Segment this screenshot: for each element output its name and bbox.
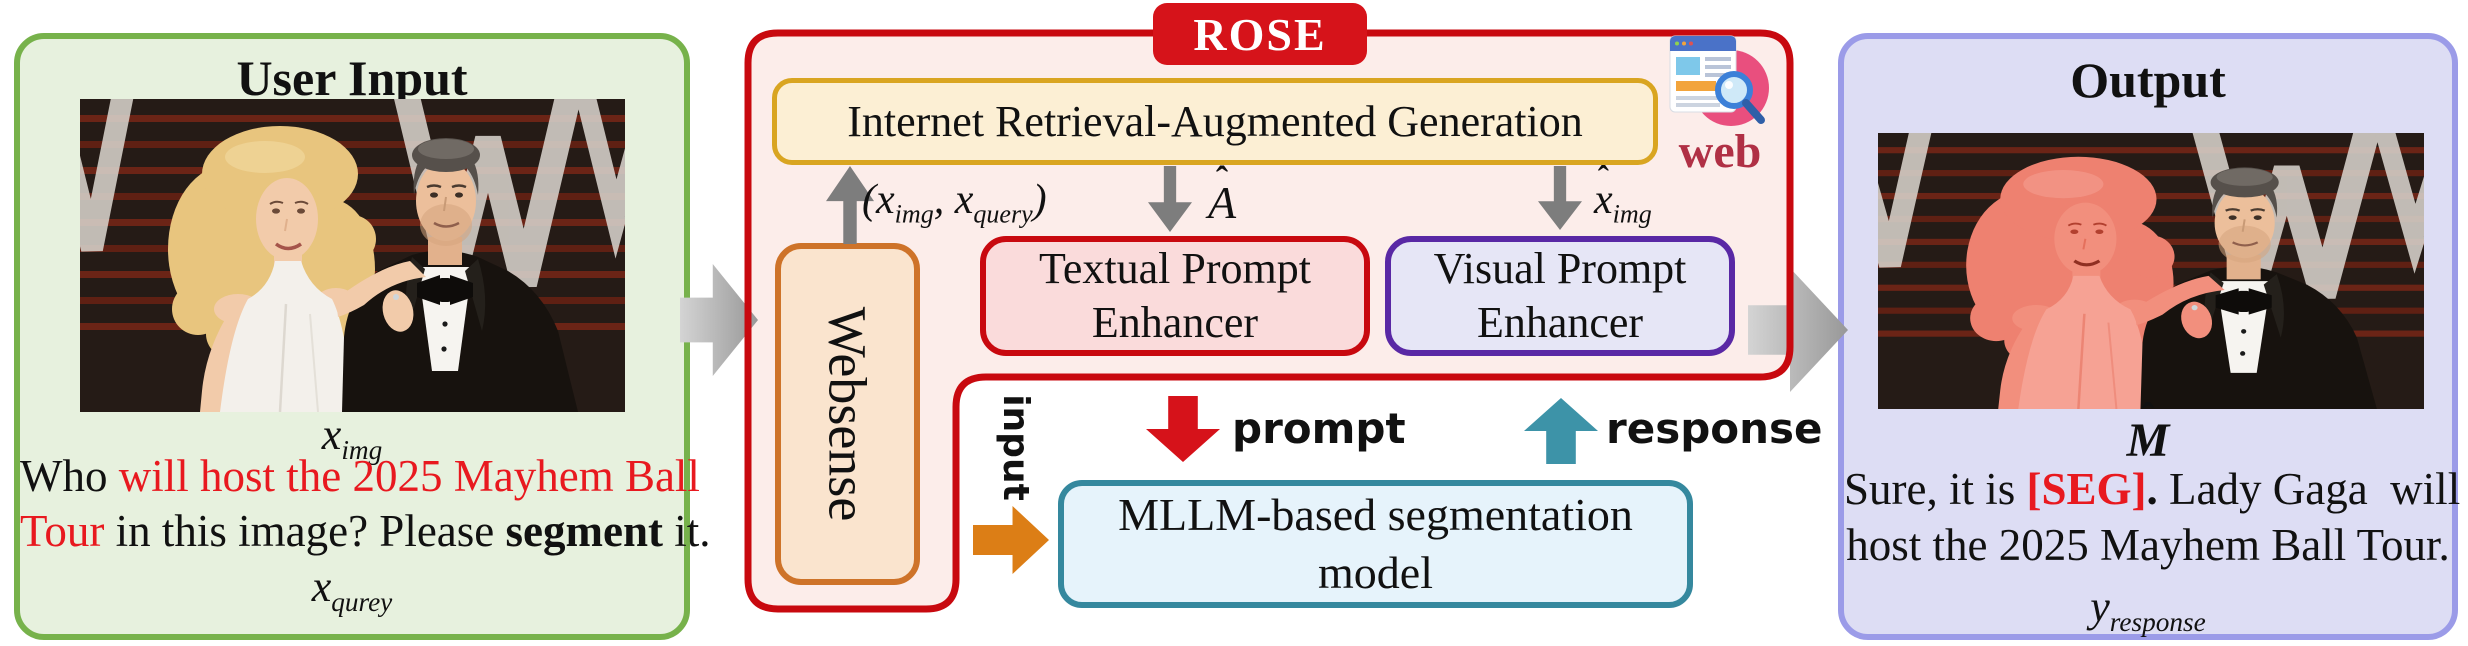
web-icon-label: web [1678,125,1762,178]
textual-prompt-enhancer-box: Textual Prompt Enhancer [980,236,1370,356]
mllm-segmentation-model-box: MLLM-based segmentation model [1058,480,1693,608]
textual-enhancer-line2: Enhancer [1091,298,1259,347]
response-text-line-1: Sure, it is [SEG]. Lady Gaga will [1844,464,2461,514]
response-caption: yresponse [2090,582,2206,637]
mllm-line1: MLLM-based segmentation [1118,489,1633,540]
output-panel: Output [1838,33,2461,640]
magnifier-icon [1715,71,1765,124]
visual-prompt-enhancer-box: Visual Prompt Enhancer [1385,236,1735,356]
websense-label: Websense [817,306,878,522]
query-text-line-2: Tour in this image? Please segment it. [20,506,711,556]
query-text-line-1: Who will host the 2025 Mayhem Ball [20,451,700,501]
user-input-title: User Input [236,50,468,106]
textual-enhancer-line1: Textual Prompt [1039,244,1311,293]
output-title: Output [2070,52,2226,108]
input-photo [80,99,625,412]
user-input-panel: User Input [14,33,711,640]
mllm-line2: model [1318,547,1433,598]
output-photo-with-mask [1878,133,2424,409]
input-arrow-label: input [994,393,1036,501]
websense-box: Websense [775,243,920,585]
response-arrow-label: response [1606,404,1823,453]
visual-enhancer-line2: Enhancer [1476,298,1644,347]
visual-enhancer-line1: Visual Prompt [1433,244,1687,293]
input-arrow-label-wrap: input [985,393,1045,501]
retrieval-input-label: (ximg, xquery) [862,177,1047,229]
rose-title-badge: ROSE [1153,3,1367,65]
input-image-caption: ximg [321,410,383,465]
response-text-line-2: host the 2025 Mayhem Ball Tour. [1846,520,2450,570]
query-caption: xqurey [311,562,393,617]
internet-rag-box: Internet Retrieval-Augmented Generation [772,78,1658,165]
prompt-arrow-label: prompt [1232,404,1406,453]
web-search-icon [1669,35,1769,126]
